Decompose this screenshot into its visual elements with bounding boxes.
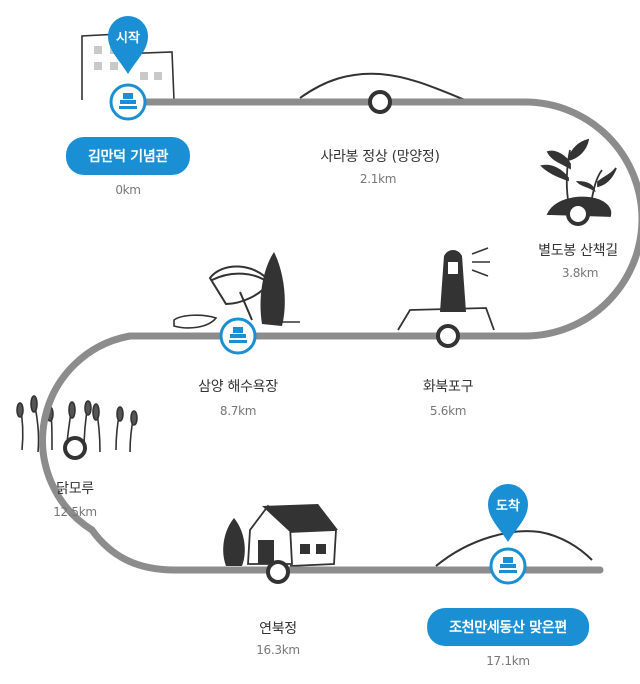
stop-distance: 16.3km — [256, 643, 300, 657]
stamp-icon — [119, 93, 137, 109]
end-pin-label: 도착 — [496, 499, 520, 514]
stop-marker — [436, 324, 460, 348]
stop-label: 사라봉 정상 (망양정) — [320, 149, 440, 165]
stop-label: 화북포구 — [422, 379, 474, 395]
house-sketch — [223, 504, 338, 567]
stop-marker — [266, 560, 290, 584]
stamp-icon — [499, 557, 517, 573]
stop-distance: 12.5km — [53, 505, 97, 519]
stop-marker — [368, 90, 392, 114]
stop-label-end: 조천만세동산 맞은편 — [427, 608, 589, 646]
stamp-icon — [229, 327, 247, 343]
stop-distance: 8.7km — [219, 404, 257, 418]
stop-label: 연북정 — [259, 621, 297, 637]
stop-marker — [566, 202, 590, 226]
stop-label: 삼양 해수욕장 — [198, 379, 278, 395]
start-pin-label: 시작 — [116, 31, 140, 46]
stop-marker-major — [489, 547, 527, 585]
reeds-sketch — [16, 395, 138, 453]
beach-parasol-sketch — [173, 252, 300, 329]
stop-label: 닭모루 — [56, 481, 94, 497]
stop-distance: 5.6km — [429, 404, 467, 418]
finish-hill-sketch — [435, 530, 593, 567]
stop-markers — [63, 83, 590, 585]
stop-marker-major — [219, 317, 257, 355]
stop-distance: 2.1km — [359, 172, 397, 186]
stop-marker — [63, 436, 87, 460]
end-pin — [488, 484, 528, 542]
route-line — [39, 98, 640, 574]
stop-label-start: 김만덕 기념관 — [65, 137, 191, 175]
lighthouse-sketch — [397, 247, 495, 331]
stop-marker-major — [109, 83, 147, 121]
stop-distance: 0km — [115, 183, 141, 197]
stop-distance: 17.1km — [486, 654, 530, 668]
stop-label: 별도봉 산책길 — [538, 243, 618, 259]
stop-distance: 3.8km — [561, 266, 599, 280]
start-pin — [108, 16, 148, 74]
sarabong-hill-sketch — [299, 72, 471, 103]
